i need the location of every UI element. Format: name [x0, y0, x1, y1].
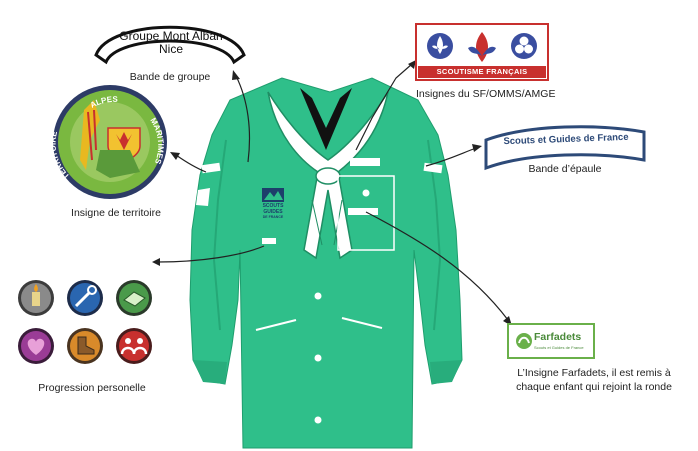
- territory-right-word: MARITIMES: [148, 116, 165, 166]
- progression-badge-book: [116, 280, 152, 316]
- progression-badges: [18, 280, 152, 364]
- chest-logo-text: SCOUTS GUIDES DE FRANCE: [258, 203, 288, 219]
- farfadets-subtitle: Scouts et Guides de France: [534, 345, 584, 350]
- territory-left-word: TERRITOIRE: [52, 130, 71, 181]
- caption-group-band: Bande de groupe: [129, 71, 211, 83]
- svg-text:ALPES: ALPES: [89, 95, 119, 110]
- sleeve-patch: [196, 188, 210, 206]
- boot-icon: [77, 336, 95, 355]
- arrow-group-band: [235, 75, 251, 163]
- sf-banner-text: SCOUTISME FRANÇAIS: [436, 67, 528, 76]
- scarf: [267, 91, 389, 260]
- shirt-button: [314, 292, 322, 300]
- fleur-de-lis-icon: [427, 33, 453, 59]
- caption-progression: Progression personelle: [38, 382, 146, 394]
- pocket-button: [362, 189, 370, 197]
- group-band-patch: [94, 25, 246, 65]
- arrow-heads: [152, 60, 512, 326]
- svg-text:MARITIMES: MARITIMES: [148, 116, 165, 166]
- sleeve-fold-left: [212, 139, 227, 331]
- territory-top-word: ALPES: [89, 95, 119, 110]
- group-band-line1: Groupe Mont Alban: [119, 29, 223, 43]
- pocket-tag: [348, 208, 378, 215]
- shirt-button: [314, 416, 322, 424]
- caption-territory-badge: Insigne de territoire: [71, 207, 161, 219]
- name-tag-slot: [262, 238, 276, 244]
- svg-text:TERRITOIRE: TERRITOIRE: [52, 130, 71, 181]
- farfadets-title: Farfadets: [534, 331, 582, 343]
- progression-badge-people: [116, 328, 152, 364]
- chest-pocket: [337, 175, 395, 251]
- candle-icon: [32, 284, 40, 306]
- chest-logo: [262, 188, 284, 202]
- cuff-left: [193, 360, 227, 384]
- caption-shoulder-band: Bande d’épaule: [528, 163, 602, 175]
- lower-pocket-right: [341, 317, 383, 329]
- cuff-right: [430, 360, 462, 384]
- shirt-body: [189, 77, 463, 449]
- progression-badge-boot: [67, 328, 103, 364]
- arrow-sf: [355, 63, 413, 151]
- caption-sf-badges: Insignes du SF/OMMS/AMGE: [416, 88, 556, 100]
- territory-text: TERRITOIRE ALPES MARITIMES: [52, 95, 165, 181]
- group-band-line2: Nice: [158, 42, 183, 56]
- caption-farfadets: L’Insigne Farfadets, il est remis à chaq…: [506, 366, 682, 394]
- arrow-territory: [175, 154, 207, 173]
- farfadets-logo-icon: [516, 333, 532, 349]
- scarf-woggle: [315, 167, 341, 185]
- caption-farfadets-line1: L’Insigne Farfadets, il est remis à: [517, 367, 671, 379]
- people-icon: [120, 338, 148, 355]
- chest-logo-line1: SCOUTS: [262, 203, 284, 209]
- tool-icon: [74, 285, 97, 308]
- collar-opening: [300, 88, 352, 150]
- shoulder-band-left: [201, 162, 221, 174]
- progression-badge-tool: [67, 280, 103, 316]
- arrow-progression: [157, 245, 265, 263]
- sf-badge-patch: [415, 23, 549, 81]
- caption-farfadets-line2: chaque enfant qui rejoint la ronde: [516, 381, 672, 393]
- chest-logo-line2: GUIDES: [263, 209, 283, 215]
- arrow-farfadets: [365, 211, 509, 321]
- fleur-de-lis-red-icon: [468, 32, 496, 62]
- chest-logo-line3: DE FRANCE: [262, 215, 284, 219]
- progression-badge-heart: [18, 328, 54, 364]
- lower-pocket-left: [255, 319, 297, 331]
- shirt-button: [314, 354, 322, 362]
- farfadets-patch: [507, 323, 595, 359]
- group-band-text: Groupe Mont Alban Nice: [104, 30, 238, 56]
- arrow-shoulder: [425, 147, 477, 167]
- shoulder-band-patch: [484, 125, 646, 171]
- trefoil-icon: [511, 33, 537, 59]
- heart-icon: [27, 338, 45, 355]
- pointer-arrows: [157, 63, 509, 321]
- progression-badge-candle: [18, 280, 54, 316]
- book-icon: [123, 291, 146, 307]
- pocket-badge-slot: [350, 158, 380, 166]
- territory-patch: [53, 85, 167, 199]
